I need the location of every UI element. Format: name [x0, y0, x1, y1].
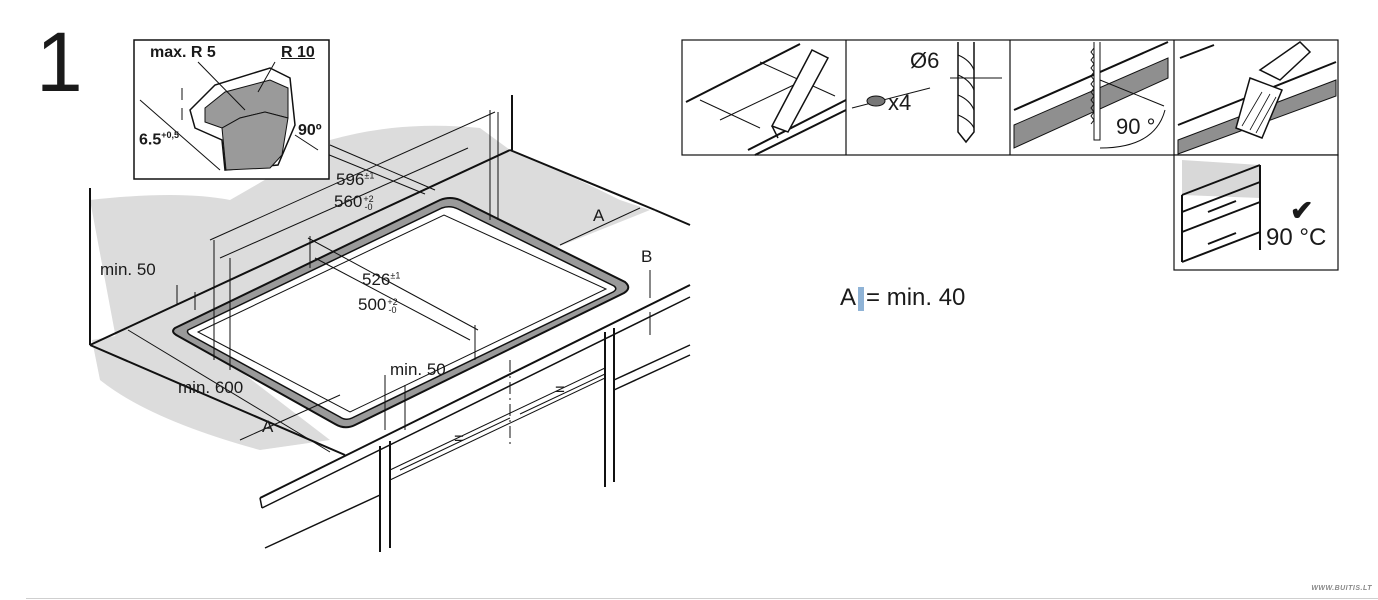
text-cursor [858, 286, 865, 311]
label-a-front: A [262, 417, 274, 436]
cutout-width-value: 560 [334, 192, 363, 211]
cutout-depth-tolerance: +2-0 [387, 296, 398, 315]
formula-variable: A [840, 284, 857, 311]
min-front-label: min. 50 [390, 360, 446, 379]
cutout-width-tol-bottom: -0 [364, 201, 373, 212]
label-a-back: A [593, 206, 605, 225]
cutout-width-tolerance: +2-0 [363, 193, 374, 212]
cutout-depth-value: 500 [358, 295, 387, 314]
cutout-width-dimension: 560+2-0 [334, 192, 374, 212]
min-side-left-label: min. 50 [100, 260, 156, 279]
formula-line: A = min. 40 [840, 284, 965, 312]
footer-divider [26, 598, 1378, 599]
step-number: 1 [36, 15, 83, 109]
inset-max-radius-label: max. R 5 [150, 44, 216, 61]
heat-resistance-label: 90 °C [1266, 224, 1327, 251]
label-b: B [641, 247, 653, 266]
outer-width-value: 596 [336, 170, 365, 189]
outer-depth-dimension: 526±1 [362, 270, 400, 290]
outer-width-tolerance: ±1 [364, 170, 375, 181]
outer-depth-tolerance: ±1 [390, 270, 401, 281]
check-icon: ✔ [1290, 195, 1314, 226]
inset-depth-label: 6.5+0,5 [139, 130, 179, 149]
watermark: WWW.BUITIS.LT [1311, 585, 1372, 592]
saw-angle-label: 90 ° [1116, 114, 1156, 139]
inset-depth-value: 6.5 [139, 131, 162, 149]
min-worktop-label: min. 600 [178, 378, 244, 397]
equal-left-label: = [454, 429, 464, 448]
outer-width-dimension: 596±1 [336, 170, 374, 190]
inset-depth-tolerance: +0,5 [161, 130, 180, 140]
cutout-depth-tol-bottom: -0 [388, 304, 397, 315]
formula-text: = min. 40 [866, 284, 966, 311]
cutout-depth-dimension: 500+2-0 [358, 295, 398, 315]
drill-diameter-label: Ø6 [910, 48, 940, 73]
cutout-width-tol-top: +2 [363, 193, 374, 204]
outer-depth-value: 526 [362, 270, 391, 289]
dowel-count-label: x4 [888, 90, 912, 115]
inset-angle-label: 90º [298, 122, 322, 139]
cutout-depth-tol-top: +2 [387, 296, 398, 307]
equal-right-label: = [555, 380, 565, 399]
inset-radius-label: R 10 [281, 44, 315, 61]
